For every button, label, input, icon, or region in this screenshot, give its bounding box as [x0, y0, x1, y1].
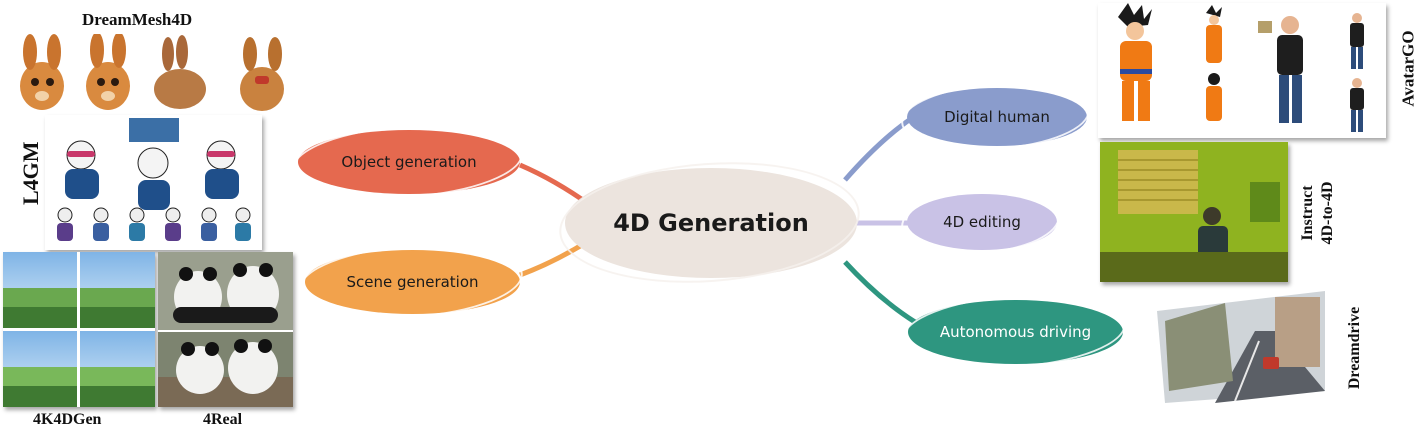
- l4gm-pandas-image: [57, 118, 251, 241]
- label-4k4dgen: 4K4DGen: [33, 411, 102, 428]
- k4dgen-landscapes-image: [3, 252, 155, 407]
- branch-scene-label: Scene generation: [346, 273, 479, 291]
- trees-left: [1165, 303, 1233, 391]
- avatar-man-small-bottom: [1350, 78, 1364, 132]
- dance-poster: [129, 118, 179, 142]
- bunny-1: [20, 34, 64, 110]
- pandas-top: [173, 263, 279, 323]
- branch-object-generation: Object generation: [289, 117, 526, 206]
- label-l4gm: L4GM: [18, 141, 43, 205]
- panda-large-2: [137, 147, 170, 210]
- landscape-tile-1: [3, 252, 77, 328]
- branch-object-label: Object generation: [341, 153, 477, 171]
- panda-large-1: [65, 140, 99, 199]
- branch-scene-generation: Scene generation: [296, 237, 526, 326]
- avatar-goku-small-bottom: [1206, 73, 1222, 121]
- landscape-tile-2: [80, 252, 155, 328]
- real4-panel: [158, 252, 293, 407]
- branch-4d-editing: 4D editing: [898, 183, 1063, 260]
- real4-pandas-image: [158, 252, 293, 407]
- avatargo-avatars-image: [1118, 3, 1364, 132]
- label-4real: 4Real: [203, 411, 243, 428]
- instruct-panel: [1100, 142, 1288, 282]
- dreammesh4d-bunnies-image: [20, 34, 284, 111]
- branch-digital-label: Digital human: [944, 108, 1050, 126]
- branch-driving-label: Autonomous driving: [939, 323, 1092, 341]
- center-label: 4D Generation: [613, 209, 809, 237]
- connector-driving: [843, 260, 917, 325]
- label-dreamdrive: Dreamdrive: [1346, 306, 1363, 390]
- bunny-4: [240, 37, 284, 111]
- connector-digital: [843, 115, 914, 182]
- red-bus: [1263, 357, 1279, 369]
- instruct-room-image: [1100, 142, 1288, 282]
- label-instruct-line1: Instruct: [1299, 185, 1316, 241]
- branch-digital-human: Digital human: [898, 76, 1093, 157]
- pandas-bottom: [176, 339, 278, 394]
- panda-small-row: [57, 207, 251, 241]
- label-dreammesh4d: DreamMesh4D: [82, 10, 193, 29]
- branch-autonomous-driving: Autonomous driving: [899, 287, 1129, 376]
- landscape-tile-4: [80, 331, 155, 407]
- avatar-goku-small-top: [1206, 5, 1222, 63]
- bunny-2: [86, 34, 130, 110]
- shelf: [1250, 182, 1280, 222]
- l4gm-panel: [45, 115, 262, 250]
- landscape-tile-3: [3, 331, 77, 407]
- branch-editing-label: 4D editing: [943, 213, 1021, 231]
- panda-large-3: [205, 140, 239, 199]
- dreamdrive-street-image: [1157, 291, 1325, 403]
- building-right: [1275, 297, 1320, 367]
- person-cooking: [1198, 207, 1228, 258]
- label-avatargo: AvatarGO: [1398, 30, 1418, 107]
- center-node: 4D Generation: [555, 152, 864, 293]
- k4dgen-panel: [3, 252, 155, 407]
- avatar-goku-large: [1118, 3, 1152, 121]
- counter: [1100, 252, 1288, 282]
- avatar-man-large: [1258, 16, 1303, 123]
- label-instruct-line2: 4D-to-4D: [1319, 181, 1336, 245]
- dreamdrive-panel: [1155, 291, 1327, 407]
- bunny-3: [154, 35, 206, 109]
- avatar-man-small-top: [1350, 13, 1364, 69]
- avatargo-panel: [1098, 3, 1386, 138]
